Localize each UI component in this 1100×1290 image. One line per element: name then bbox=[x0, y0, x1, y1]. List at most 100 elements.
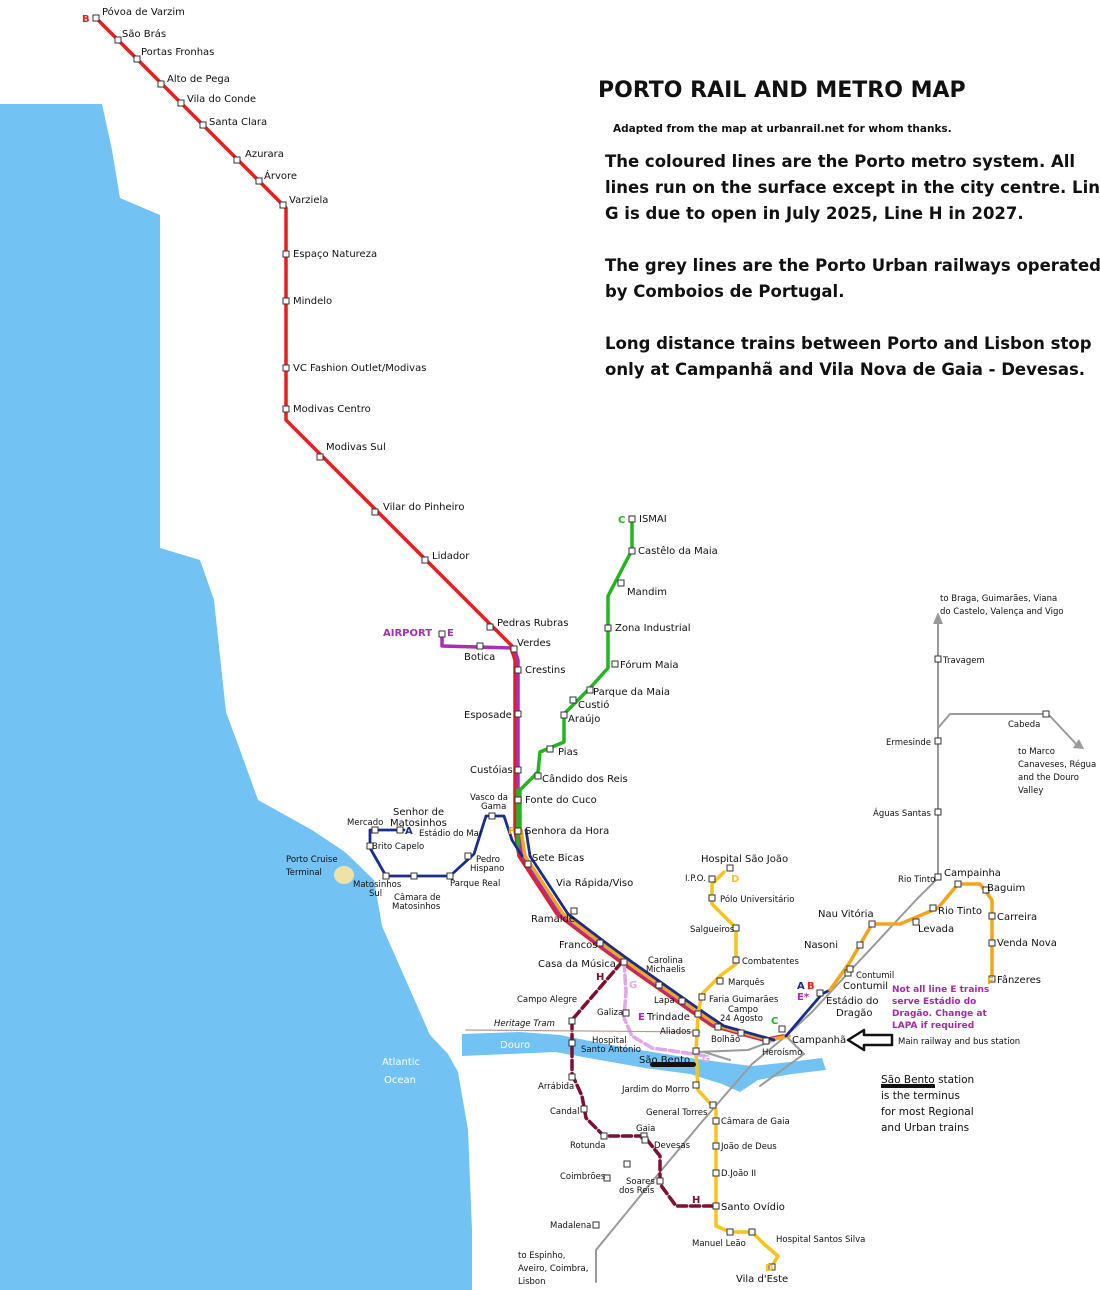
station-label-castelo-maia[interactable]: Castêlo da Maia bbox=[638, 545, 718, 557]
station-label-custio[interactable]: Custió bbox=[578, 699, 609, 711]
station-label-campanha[interactable]: Campanhã bbox=[792, 1035, 846, 1046]
station-label-senhor-mat-2[interactable]: Matosinhos bbox=[390, 818, 447, 829]
station-label-azurara[interactable]: Azurara bbox=[245, 149, 284, 160]
station-label-forum-maia[interactable]: Fórum Maia bbox=[620, 659, 679, 671]
station-label-senhora-hora[interactable]: Senhora da Hora bbox=[525, 826, 609, 837]
station-marker[interactable] bbox=[486, 623, 494, 631]
station-label-ismai[interactable]: ISMAI bbox=[639, 514, 667, 525]
station-label-airport[interactable]: AIRPORT bbox=[383, 628, 432, 639]
station-marker[interactable] bbox=[371, 826, 379, 834]
station-marker[interactable] bbox=[716, 977, 724, 985]
station-marker[interactable] bbox=[712, 1202, 720, 1210]
station-marker[interactable] bbox=[934, 808, 942, 816]
station-marker[interactable] bbox=[737, 1029, 745, 1037]
station-label-hospital-sa-1[interactable]: Hospital bbox=[592, 1036, 627, 1046]
station-label-venda-nova[interactable]: Venda Nova bbox=[997, 938, 1057, 949]
station-label-combatentes[interactable]: Combatentes bbox=[742, 957, 800, 967]
station-label-arrabida[interactable]: Arrábida bbox=[538, 1082, 574, 1092]
station-marker[interactable] bbox=[604, 624, 612, 632]
station-label-gaia[interactable]: Gaia bbox=[636, 1124, 655, 1134]
station-label-varziela[interactable]: Varziela bbox=[289, 195, 328, 206]
station-marker[interactable] bbox=[678, 997, 686, 1005]
station-marker[interactable] bbox=[255, 177, 263, 185]
station-marker[interactable] bbox=[622, 1009, 630, 1017]
station-marker[interactable] bbox=[514, 827, 522, 835]
station-label-espaco-natureza[interactable]: Espaço Natureza bbox=[293, 249, 377, 260]
station-marker[interactable] bbox=[726, 864, 734, 872]
station-marker[interactable] bbox=[177, 99, 185, 107]
station-label-pedras-rubras[interactable]: Pedras Rubras bbox=[497, 618, 568, 629]
station-marker[interactable] bbox=[157, 80, 165, 88]
station-label-galiza[interactable]: Galiza bbox=[597, 1008, 623, 1018]
station-marker[interactable] bbox=[282, 364, 290, 372]
station-label-vila-conde[interactable]: Vila do Conde bbox=[187, 94, 256, 105]
station-marker[interactable] bbox=[655, 981, 663, 989]
station-label-madalena[interactable]: Madalena bbox=[550, 1221, 591, 1231]
station-marker[interactable] bbox=[580, 1105, 588, 1113]
station-marker[interactable] bbox=[712, 1169, 720, 1177]
station-label-devesas[interactable]: Devesas bbox=[654, 1141, 691, 1151]
station-marker[interactable] bbox=[692, 1029, 700, 1037]
station-marker[interactable] bbox=[816, 989, 824, 997]
station-label-esposade[interactable]: Esposade bbox=[464, 710, 512, 721]
station-label-estadio-dragao-2[interactable]: Dragão bbox=[836, 1008, 873, 1019]
station-marker[interactable] bbox=[396, 826, 404, 834]
station-label-mandim[interactable]: Mandim bbox=[627, 587, 667, 598]
station-label-camara-mat-1[interactable]: Câmara de bbox=[394, 893, 441, 903]
station-label-vilar-pinheiro[interactable]: Vilar do Pinheiro bbox=[383, 502, 464, 513]
station-marker[interactable] bbox=[596, 939, 604, 947]
station-label-nau-vitoria[interactable]: Nau Vitória bbox=[818, 908, 874, 920]
station-marker[interactable] bbox=[694, 1010, 702, 1018]
station-marker[interactable] bbox=[568, 1017, 576, 1025]
station-label-ipo[interactable]: I.P.O. bbox=[685, 874, 706, 884]
station-marker[interactable] bbox=[712, 1117, 720, 1125]
station-marker[interactable] bbox=[692, 1081, 700, 1089]
station-label-baguim[interactable]: Baguim bbox=[987, 883, 1025, 894]
station-marker[interactable] bbox=[934, 873, 942, 881]
station-label-campo-2[interactable]: 24 Agosto bbox=[720, 1014, 763, 1024]
station-label-candido-reis[interactable]: Cândido dos Reis bbox=[542, 773, 628, 785]
station-marker[interactable] bbox=[476, 642, 484, 650]
station-label-carolina-2[interactable]: Michaelis bbox=[646, 965, 686, 975]
station-marker[interactable] bbox=[488, 812, 496, 820]
station-label-parque-maia[interactable]: Parque da Maia bbox=[593, 687, 670, 698]
station-marker[interactable] bbox=[762, 1037, 770, 1045]
station-label-crestins[interactable]: Crestins bbox=[525, 665, 565, 676]
station-label-bolhao[interactable]: Bolhão bbox=[711, 1035, 740, 1045]
station-marker[interactable] bbox=[114, 36, 122, 44]
station-marker[interactable] bbox=[603, 1174, 611, 1182]
station-label-levada[interactable]: Levada bbox=[918, 924, 954, 935]
station-label-hospital-santos-silva[interactable]: Hospital Santos Silva bbox=[776, 1235, 865, 1245]
station-label-coimbroes[interactable]: Coimbrões bbox=[560, 1172, 606, 1182]
station-marker[interactable] bbox=[510, 645, 518, 653]
station-marker[interactable] bbox=[560, 711, 568, 719]
station-marker[interactable] bbox=[954, 880, 962, 888]
station-marker[interactable] bbox=[846, 965, 854, 973]
station-label-modivas-centro[interactable]: Modivas Centro bbox=[293, 404, 371, 415]
station-label-fanzeres[interactable]: Fânzeres bbox=[997, 974, 1041, 986]
station-marker[interactable] bbox=[934, 737, 942, 745]
station-marker[interactable] bbox=[708, 875, 716, 883]
station-label-camara-mat-2[interactable]: Matosinhos bbox=[392, 902, 441, 912]
station-label-contumil-rail[interactable]: Contumil bbox=[856, 971, 894, 981]
station-label-arvore[interactable]: Árvore bbox=[264, 169, 297, 182]
station-marker[interactable] bbox=[708, 894, 716, 902]
station-label-jardim-morro[interactable]: Jardim do Morro bbox=[621, 1085, 690, 1095]
station-label-polo-universitario[interactable]: Pólo Universitário bbox=[720, 894, 794, 905]
station-label-santa-clara[interactable]: Santa Clara bbox=[209, 117, 267, 128]
station-marker[interactable] bbox=[778, 1025, 786, 1033]
station-marker[interactable] bbox=[570, 907, 578, 915]
station-label-casa-musica[interactable]: Casa da Música bbox=[538, 958, 616, 970]
station-label-pias[interactable]: Pias bbox=[558, 747, 578, 758]
station-label-botica[interactable]: Botica bbox=[464, 652, 495, 663]
station-marker[interactable] bbox=[929, 904, 937, 912]
station-marker[interactable] bbox=[617, 579, 625, 587]
station-marker[interactable] bbox=[464, 852, 472, 860]
station-marker[interactable] bbox=[438, 630, 446, 638]
station-label-salgueiros[interactable]: Salgueiros bbox=[690, 925, 735, 935]
station-label-via-rapida[interactable]: Via Rápida/Viso bbox=[556, 877, 633, 889]
station-marker[interactable] bbox=[748, 1228, 756, 1236]
station-marker[interactable] bbox=[514, 766, 522, 774]
station-marker[interactable] bbox=[912, 918, 920, 926]
station-marker[interactable] bbox=[600, 1132, 608, 1140]
